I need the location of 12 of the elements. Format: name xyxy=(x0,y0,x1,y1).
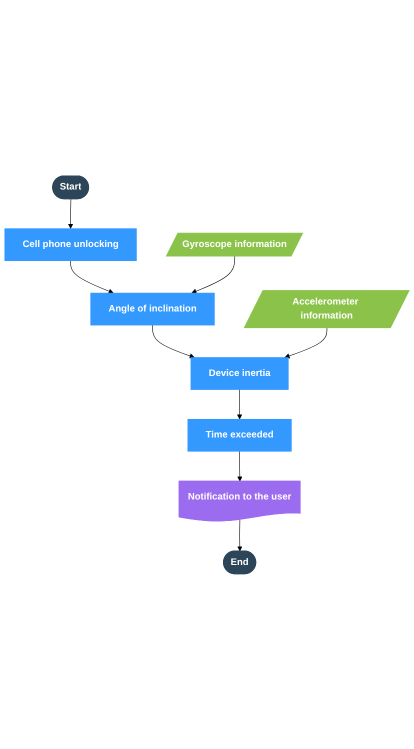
node-box: Cell phone unlocking xyxy=(4,228,137,261)
node-box: Time exceeded xyxy=(188,418,292,452)
arrow xyxy=(237,388,242,420)
arrow xyxy=(237,519,242,551)
node-box: Device inertia xyxy=(190,356,289,390)
arrow xyxy=(237,450,242,482)
arrow xyxy=(152,324,195,358)
arrow xyxy=(70,260,114,294)
arrow xyxy=(284,327,328,358)
arrow xyxy=(191,256,236,294)
node-box: Angle of inclination xyxy=(90,292,215,326)
arrow xyxy=(68,198,74,228)
